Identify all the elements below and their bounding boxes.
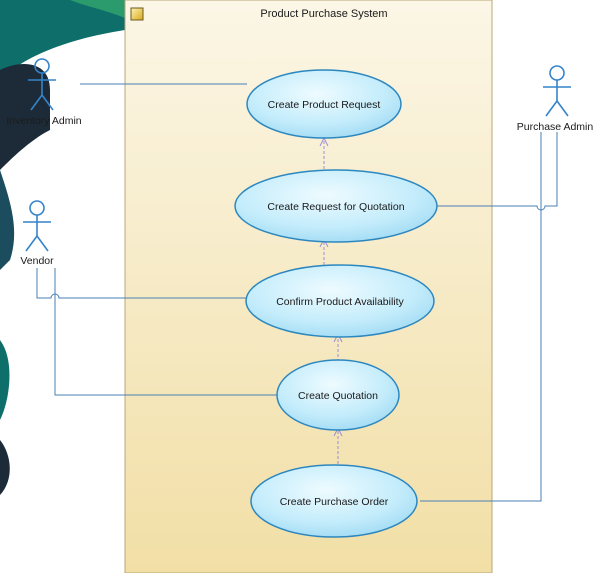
actor-icon bbox=[28, 58, 56, 111]
use-case-create-purchase-order[interactable]: Create Purchase Order bbox=[250, 464, 418, 538]
use-case-create-product-request[interactable]: Create Product Request bbox=[246, 69, 402, 139]
actor-label: Inventory Admin bbox=[6, 115, 81, 127]
actor-icon bbox=[543, 65, 571, 117]
association-purchase-admin-rfq bbox=[436, 132, 558, 211]
association-vendor-confirm bbox=[36, 268, 246, 299]
use-case-label: Create Quotation bbox=[298, 390, 378, 402]
use-case-label: Create Purchase Order bbox=[280, 496, 389, 508]
package-icon bbox=[130, 7, 144, 21]
actor-label: Purchase Admin bbox=[517, 121, 594, 133]
actor-purchase-admin[interactable]: Purchase Admin bbox=[517, 65, 594, 133]
use-case-create-quotation[interactable]: Create Quotation bbox=[276, 359, 400, 431]
actor-icon bbox=[23, 200, 51, 252]
actor-inventory-admin[interactable]: Inventory Admin bbox=[6, 58, 82, 127]
use-case-label: Create Request for Quotation bbox=[267, 201, 404, 213]
use-case-label: Create Product Request bbox=[268, 99, 381, 111]
use-case-label: Confirm Product Availability bbox=[276, 296, 404, 308]
association-purchase-admin-po bbox=[420, 132, 542, 502]
use-case-confirm-availability[interactable]: Confirm Product Availability bbox=[245, 264, 435, 338]
actor-label: Vendor bbox=[20, 255, 54, 267]
association-vendor-quotation bbox=[54, 268, 278, 396]
actor-vendor[interactable]: Vendor bbox=[20, 200, 54, 267]
use-case-create-rfq[interactable]: Create Request for Quotation bbox=[234, 169, 438, 243]
system-title: Product Purchase System bbox=[260, 8, 387, 20]
connectors bbox=[36, 83, 558, 502]
background-decoration bbox=[0, 0, 125, 495]
